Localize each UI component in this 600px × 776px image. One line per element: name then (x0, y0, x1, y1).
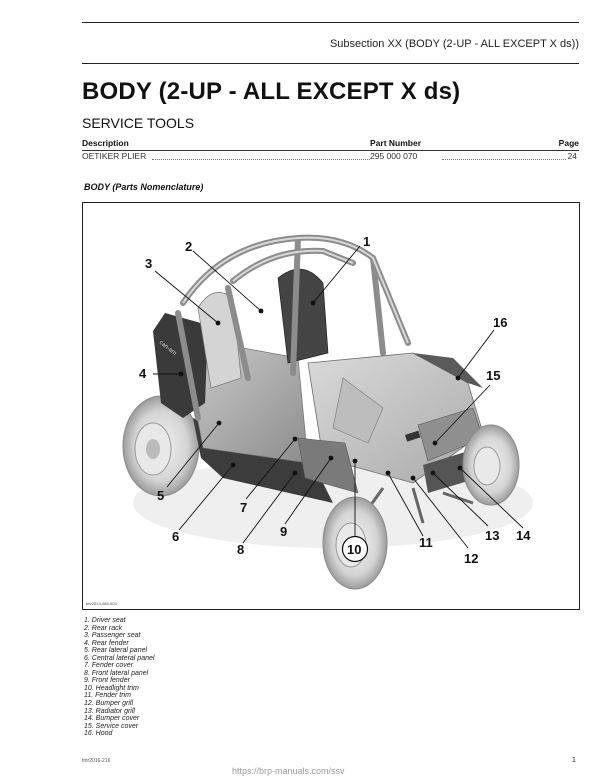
col-page: Page (558, 138, 579, 148)
legend-item: 9. Front fender (84, 677, 130, 685)
callout-5: 5 (157, 488, 164, 503)
legend-item: 6. Central lateral panel (84, 654, 155, 662)
legend-item: 13. Radiator grill (84, 707, 135, 715)
leader-lines (153, 245, 524, 549)
subsection-header: Subsection XX (BODY (2-UP - ALL EXCEPT X… (329, 38, 579, 50)
leader-dots (178, 300, 463, 481)
callout-16: 16 (493, 315, 507, 330)
callout-2: 2 (185, 239, 192, 254)
figure-code: tmr2013-085-003 (86, 601, 117, 606)
tools-table-header: Description Part Number Page (82, 138, 579, 151)
page-title: BODY (2-UP - ALL EXCEPT X ds) (82, 78, 461, 105)
legend-item: 16. Hood (84, 730, 113, 738)
parts-legend: 1. Driver seat 2. Rear rack 3. Passenger… (84, 617, 154, 738)
tool-description: OETIKER PLIER (82, 151, 149, 161)
legend-item: 11. Fender trim (84, 692, 131, 700)
page-number: 1 (572, 757, 576, 764)
vehicle-illustration: can-am (122, 234, 533, 590)
legend-item: 14. Bumper cover (84, 715, 140, 723)
legend-item: 12. Bumper grill (84, 700, 134, 708)
callout-12: 12 (464, 551, 478, 566)
tool-part-number: 295 000 070 (370, 151, 420, 161)
tool-page: 24 (565, 151, 579, 161)
callout-15: 15 (486, 368, 500, 383)
callout-labels: 1 2 3 4 5 6 7 8 9 10 11 12 13 14 15 16 (139, 234, 531, 566)
col-part-number: Part Number (370, 138, 422, 148)
callout-10-ring (341, 535, 369, 563)
dot-leader (442, 159, 570, 160)
legend-item: 5. Rear lateral panel (84, 647, 148, 655)
header-rule (82, 63, 579, 64)
service-tools-heading: SERVICE TOOLS (82, 115, 195, 131)
callout-8: 8 (237, 542, 244, 557)
parts-nomenclature-figure: can-am (82, 202, 580, 610)
callout-1: 1 (363, 234, 370, 249)
callout-14: 14 (516, 528, 531, 543)
figure-caption: BODY (Parts Nomenclature) (84, 182, 204, 192)
front-side-panel (297, 437, 359, 494)
driver-seat (277, 268, 329, 364)
top-rule (82, 22, 579, 23)
callout-9: 9 (280, 524, 287, 539)
watermark-link[interactable]: https://brp-manuals.com/ssv (232, 766, 345, 776)
legend-item: 3. Passenger seat (84, 632, 141, 640)
callout-10: 10 (347, 542, 361, 557)
passenger-seat (197, 292, 242, 389)
legend-item: 10. Headlight trim (84, 684, 139, 692)
callout-4: 4 (139, 366, 147, 381)
roll-cage-highlight (182, 236, 409, 344)
callout-11: 11 (419, 535, 433, 550)
badge (405, 430, 421, 442)
hood-scoop (332, 377, 384, 444)
callout-7: 7 (240, 500, 247, 515)
cowl (413, 353, 483, 388)
callout-6: 6 (172, 529, 179, 544)
table-row: OETIKER PLIER 295 000 070 24 (82, 151, 579, 163)
legend-item: 2. Rear rack (84, 624, 123, 632)
col-description: Description (82, 138, 129, 148)
legend-item: 1. Driver seat (84, 617, 126, 624)
legend-item: 15. Service cover (84, 722, 139, 730)
legend-item: 4. Rear fender (84, 639, 129, 647)
callout-3: 3 (145, 256, 152, 271)
front-right-wheel (462, 424, 520, 506)
footer-code: tmr2016-216 (82, 758, 111, 764)
dot-leader (152, 159, 370, 160)
callout-13: 13 (485, 528, 499, 543)
legend-item: 7. Fender cover (84, 662, 134, 670)
legend-item: 8. Front lateral panel (84, 669, 149, 677)
